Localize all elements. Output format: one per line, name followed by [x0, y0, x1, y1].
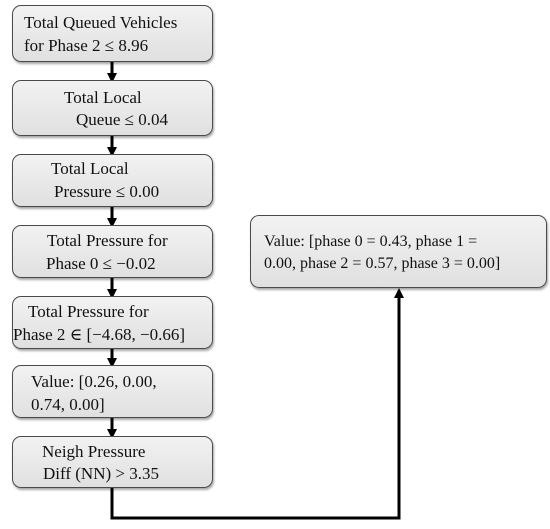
node-total-local-queue: Total Local Queue ≤ 0.04 — [12, 80, 213, 136]
node-neigh-pressure-diff: Neigh Pressure Diff (NN) > 3.35 — [12, 436, 213, 488]
node-line-2: for Phase 2 ≤ 8.96 — [24, 36, 149, 55]
node-line-1: Total Pressure for — [47, 231, 168, 250]
node-line-1: Neigh Pressure — [42, 442, 146, 461]
node-line-2: 0.74, 0.00] — [31, 395, 105, 414]
arrow-n7-to-leaf — [110, 288, 404, 520]
node-total-pressure-phase-0: Total Pressure for Phase 0 ≤ −0.02 — [12, 225, 213, 278]
node-line-1: Total Local — [51, 159, 129, 178]
node-line-2: Phase 2 ∈ [−4.68, −0.66] — [13, 325, 185, 344]
node-line-1: Value: [phase 0 = 0.43, phase 1 = — [264, 233, 478, 250]
node-line-2: Queue ≤ 0.04 — [76, 110, 168, 129]
node-total-pressure-phase-2: Total Pressure for Phase 2 ∈ [−4.68, −0.… — [12, 296, 213, 349]
node-total-local-pressure: Total Local Pressure ≤ 0.00 — [12, 154, 213, 207]
node-line-1: Total Local — [64, 88, 142, 107]
node-value-leaf-right: Value: [phase 0 = 0.43, phase 1 = 0.00, … — [250, 215, 547, 288]
node-line-1: Total Pressure for — [28, 302, 149, 321]
node-line-2: 0.00, phase 2 = 0.57, phase 3 = 0.00] — [264, 255, 501, 272]
node-value-leaf-left: Value: [0.26, 0.00, 0.74, 0.00] — [12, 365, 213, 418]
node-line-2: Phase 0 ≤ −0.02 — [46, 254, 156, 273]
node-line-2: Diff (NN) > 3.35 — [43, 464, 159, 483]
node-total-queued-vehicles-phase-2: Total Queued Vehicles for Phase 2 ≤ 8.96 — [12, 5, 213, 62]
node-line-2: Pressure ≤ 0.00 — [54, 182, 160, 201]
node-line-1: Total Queued Vehicles — [24, 13, 178, 32]
node-line-1: Value: [0.26, 0.00, — [31, 372, 157, 391]
